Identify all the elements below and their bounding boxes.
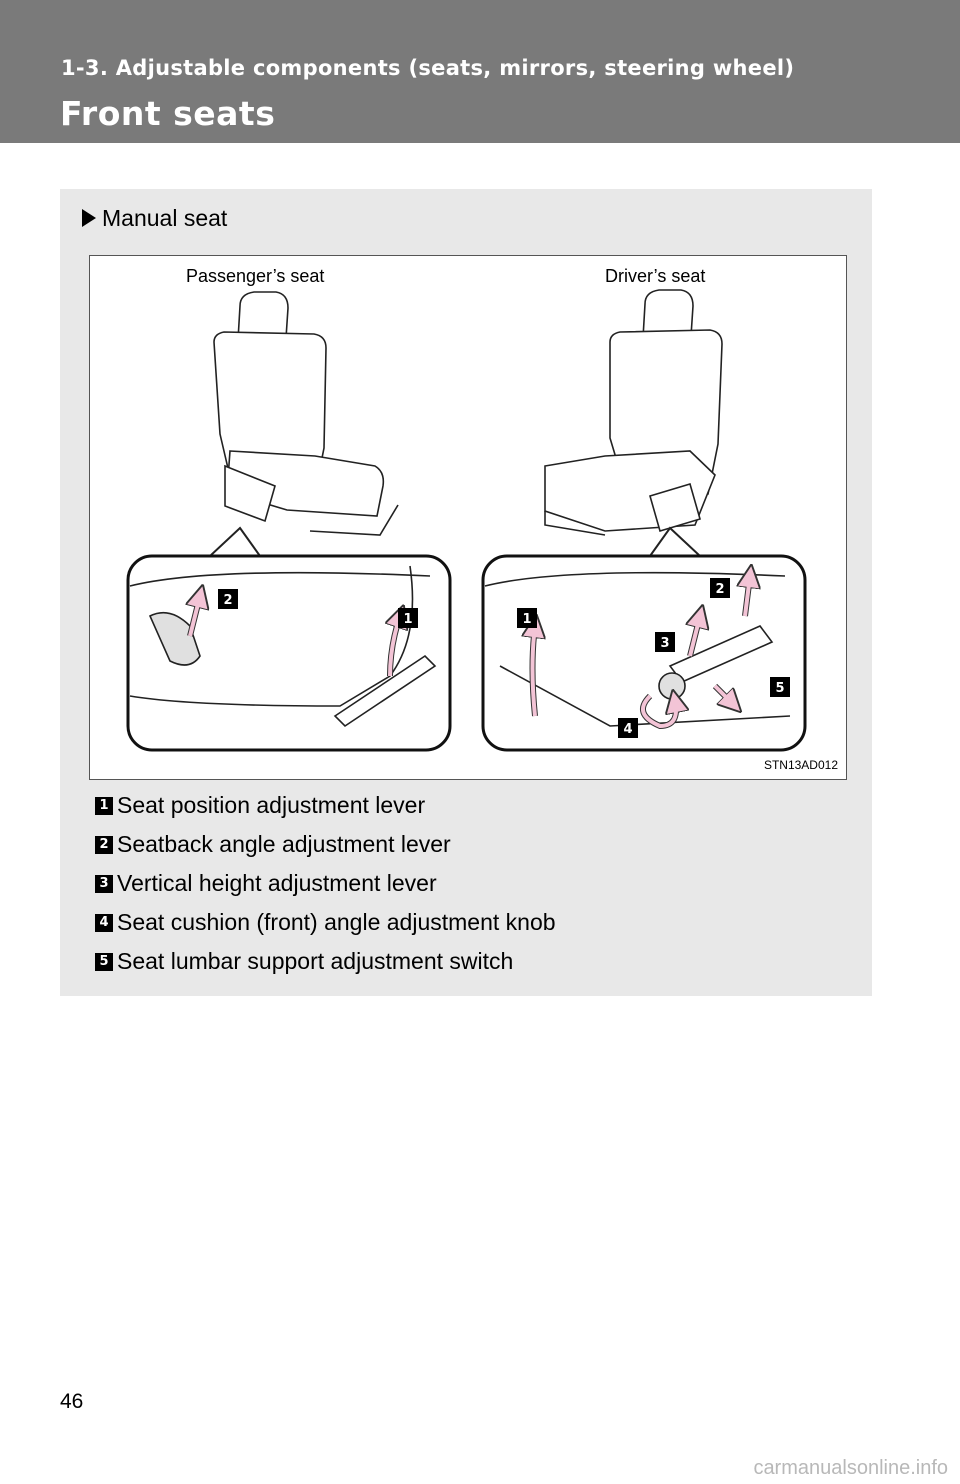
legend-list: 1 Seat position adjustment lever 2 Seatb… [95, 786, 556, 981]
legend-text: Seat position adjustment lever [117, 792, 426, 818]
callout-2-driver-text: 2 [715, 582, 724, 597]
callout-1-driver-text: 1 [522, 612, 531, 627]
number-badge: 3 [95, 874, 113, 893]
passenger-seat-label: Passenger’s seat [186, 266, 325, 286]
legend-text: Vertical height adjustment lever [117, 870, 437, 896]
subheading: Manual seat [82, 205, 227, 232]
passenger-seat-icon [213, 291, 399, 536]
driver-seat-label: Driver’s seat [605, 266, 706, 286]
callout-2-passenger-text: 2 [223, 593, 232, 608]
legend-text: Seat lumbar support adjustment switch [117, 948, 514, 974]
callout-2-driver [710, 578, 730, 598]
section-title: 1-3. Adjustable components (seats, mirro… [61, 56, 795, 80]
list-item: 4 Seat cushion (front) angle adjustment … [95, 903, 556, 942]
number-badge: 1 [95, 796, 113, 815]
driver-seat-icon [544, 289, 723, 536]
callout-5-driver [770, 677, 790, 697]
callout-1-passenger [398, 608, 418, 628]
list-item: 5 Seat lumbar support adjustment switch [95, 942, 556, 981]
seat-drawing: 2 1 1 2 3 4 5 [126, 289, 807, 752]
figure-code: STN13AD012 [763, 758, 838, 772]
triangle-bullet-icon [82, 209, 96, 227]
list-item: 1 Seat position adjustment lever [95, 786, 556, 825]
legend-text: Seatback angle adjustment lever [117, 831, 451, 857]
callout-4-driver [618, 718, 638, 738]
seat-illustration: Passenger’s seat Driver’s seat [89, 255, 847, 780]
callout-1-passenger-text: 1 [403, 612, 412, 627]
callout-4-driver-text: 4 [623, 722, 632, 737]
callout-3-driver-text: 3 [660, 636, 669, 651]
number-badge: 2 [95, 835, 113, 854]
callout-1-driver [517, 608, 537, 628]
subheading-text: Manual seat [102, 205, 228, 231]
list-item: 2 Seatback angle adjustment lever [95, 825, 556, 864]
callout-3-driver [655, 632, 675, 652]
list-item: 3 Vertical height adjustment lever [95, 864, 556, 903]
page-title: Front seats [60, 94, 276, 133]
callout-5-driver-text: 5 [775, 681, 784, 696]
page-number: 46 [60, 1390, 84, 1413]
page-header: 1-3. Adjustable components (seats, mirro… [0, 0, 960, 143]
number-badge: 4 [95, 913, 113, 932]
number-badge: 5 [95, 952, 113, 971]
watermark: carmanualsonline.info [753, 1457, 948, 1479]
callout-2-passenger [218, 589, 238, 609]
legend-text: Seat cushion (front) angle adjustment kn… [117, 909, 556, 935]
